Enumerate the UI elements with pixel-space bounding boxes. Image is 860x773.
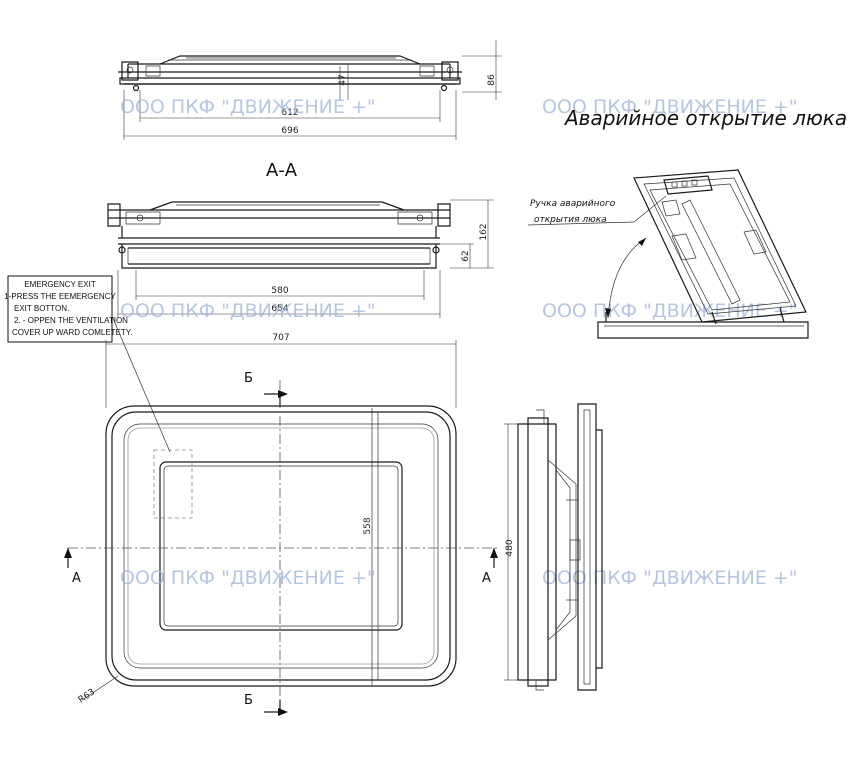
emergency-note-line-3: EXIT BOTTON. — [14, 304, 69, 313]
watermark-2: ООО ПКФ "ДВИЖЕНИЕ +" — [542, 96, 798, 118]
dim-top-height-inner: 47 — [338, 74, 348, 85]
cut-label-b-bottom: Б — [244, 693, 253, 708]
emergency-note-line-4: 2. - OPPEN THE VENTILATION — [14, 316, 128, 325]
cut-label-a-right: A — [482, 571, 491, 586]
cut-label-b-top: Б — [244, 371, 253, 386]
dim-section-width-outer: 654 — [271, 304, 288, 314]
emergency-note-line-1: EMERGENCY EXIT — [24, 280, 96, 289]
handle-callout-line-2: открытия люка — [534, 215, 607, 225]
drawing-title: Аварийное открытие люка — [563, 106, 847, 130]
emergency-opening-sketch: Ручка аварийного открытия люка — [527, 169, 809, 339]
watermark-1: ООО ПКФ "ДВИЖЕНИЕ +" — [120, 96, 376, 118]
watermark-3: ООО ПКФ "ДВИЖЕНИЕ +" — [120, 300, 376, 322]
top-elevation-view: 86 47 612 696 — [118, 40, 502, 140]
section-a-a-view: 162 62 580 654 — [107, 199, 494, 318]
dim-top-width-outer: 696 — [281, 126, 298, 136]
handle-callout-line-1: Ручка аварийного — [530, 199, 616, 209]
section-label: А-А — [266, 160, 298, 181]
side-view: 480 — [504, 403, 603, 691]
dim-section-height-total: 162 — [479, 223, 489, 240]
watermark-6: ООО ПКФ "ДВИЖЕНИЕ +" — [542, 567, 798, 589]
emergency-note-line-2: 1-PRESS THE EEMERGENCY — [4, 292, 116, 301]
dim-plan-width: 707 — [272, 333, 289, 343]
watermark-4: ООО ПКФ "ДВИЖЕНИЕ +" — [542, 300, 798, 322]
dim-top-height-total: 86 — [487, 74, 497, 86]
emergency-note-box: EMERGENCY EXIT 1-PRESS THE EEMERGENCY EX… — [4, 275, 171, 453]
watermark-5: ООО ПКФ "ДВИЖЕНИЕ +" — [120, 567, 376, 589]
cut-label-a-left: A — [72, 571, 81, 586]
dim-section-width-inner: 580 — [271, 286, 288, 296]
dim-top-width-inner: 612 — [281, 108, 298, 118]
dim-corner-radius: R63 — [77, 687, 97, 705]
plan-view: 707 558 R63 Б Б A A — [64, 333, 500, 716]
dim-side-height: 480 — [505, 539, 515, 556]
emergency-note-line-5: COVER UP WARD COMLETETY. — [12, 328, 132, 337]
dim-plan-height: 558 — [363, 517, 373, 534]
dim-section-height-lower: 62 — [461, 250, 471, 261]
